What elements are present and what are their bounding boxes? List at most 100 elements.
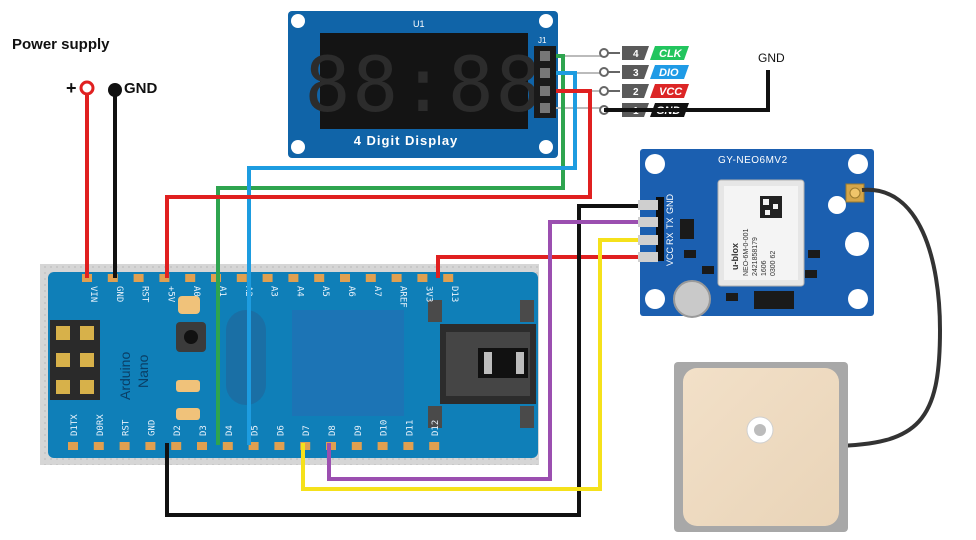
gps-pin-vcc: VCC <box>665 246 675 266</box>
arduino-nano-board: Arduino Nano <box>40 264 539 465</box>
pin-pad-+5v <box>159 274 170 282</box>
arduino-name-line2: Nano <box>135 354 151 388</box>
pin-pad-a4 <box>288 274 299 282</box>
pin-label-d3: D3 <box>199 425 209 436</box>
gps-module: GY-NEO6MV2 GND TX RX VCC u-blox NEO-6M-0… <box>640 149 874 318</box>
pin-pad-d12 <box>429 442 440 450</box>
gps-chip-line-3: 1606 <box>761 260 768 276</box>
pin-pad-d3 <box>197 442 207 450</box>
pin-pad-a7 <box>365 274 376 282</box>
pin-pad-d0rx <box>93 442 104 450</box>
pin-label-a5: A5 <box>320 286 330 297</box>
pin-pad-a2 <box>236 274 247 282</box>
gps-chip-line-1: NEO-6M-0-001 <box>743 228 750 276</box>
pin-label-3v3: 3V3 <box>423 286 433 302</box>
display-pin-clk: CLK <box>659 48 683 60</box>
pin-label-aref: AREF <box>398 286 408 308</box>
pin-pad-a5 <box>314 274 325 282</box>
gps-antenna-patch <box>674 362 848 532</box>
pin-label-a7: A7 <box>372 286 382 297</box>
pin-label-+5v: +5V <box>165 286 175 303</box>
pin-pad-gnd <box>145 442 156 450</box>
pin-label-d13: D13 <box>449 286 459 302</box>
wire-gps-rx <box>301 238 656 491</box>
pin-label-d9: D9 <box>354 425 364 436</box>
pin-label-rst: RST <box>122 419 132 436</box>
pin-label-d0rx: D0RX <box>96 414 106 436</box>
wires <box>85 54 770 517</box>
antenna-cable <box>831 187 943 448</box>
pin-pad-a0 <box>185 274 196 282</box>
pin-pad-d7 <box>300 442 311 450</box>
pin-pad-d6 <box>274 442 285 450</box>
pin-pad-d10 <box>377 442 388 450</box>
pin-pad-rst <box>133 274 144 282</box>
pin-label-d2: D2 <box>173 425 183 436</box>
display-header <box>534 46 556 118</box>
display-module: U1 88:88 4 Digit Display J1 <box>288 11 558 158</box>
pin-pad-aref <box>391 274 402 282</box>
display-pin-dio: DIO <box>659 67 679 79</box>
gps-battery <box>673 280 711 318</box>
pin-label-gnd: GND <box>114 286 124 302</box>
power-plus-label: + <box>66 78 77 98</box>
pin-label-a6: A6 <box>346 286 356 297</box>
pin-label-d7: D7 <box>302 425 312 436</box>
pin-label-d5: D5 <box>251 425 261 436</box>
pin-label-a0: A0 <box>191 286 201 297</box>
pin-pad-d13 <box>443 274 454 282</box>
pin-pad-d1tx <box>68 442 78 450</box>
gps-pin-header <box>638 200 658 262</box>
arduino-name-line1: Arduino <box>117 352 133 400</box>
wire-dio <box>247 71 577 445</box>
display-ref: U1 <box>413 19 425 29</box>
pin-label-d12: D12 <box>431 420 441 436</box>
pin-pad-d4 <box>222 442 233 450</box>
display-digits: 88:88 <box>305 40 544 129</box>
pin-pad-a3 <box>262 274 273 282</box>
wire-gps-tx <box>327 220 656 481</box>
power-plus-terminal <box>79 80 95 96</box>
pin-label-vin: VIN <box>88 286 98 302</box>
gps-pin-rx: RX <box>665 232 675 245</box>
pin-label-a3: A3 <box>269 286 279 297</box>
gps-pin-tx: TX <box>665 217 675 229</box>
pin-pad-rst <box>119 442 130 450</box>
pin-label-rst: RST <box>140 286 150 303</box>
pin-pad-a6 <box>340 274 350 282</box>
pin-label-d10: D10 <box>380 420 390 436</box>
pin-label-gnd: GND <box>147 420 157 436</box>
display-header-label: J1 <box>538 36 547 45</box>
power-gnd-terminal <box>108 83 122 97</box>
pin-label-d6: D6 <box>276 425 286 436</box>
display-pin-num-3: 3 <box>633 68 639 79</box>
display-pin-num-4: 4 <box>633 49 639 60</box>
pin-pad-d11 <box>403 442 414 450</box>
power-gnd-label: GND <box>124 80 158 97</box>
pin-pad-d2 <box>171 442 182 450</box>
display-pin-num-2: 2 <box>633 87 639 98</box>
power-supply-title: Power supply <box>12 36 110 53</box>
pin-label-d1tx: D1TX <box>70 414 80 436</box>
wire-display-vcc <box>165 89 592 278</box>
gps-chip-line-2: 2421858179 <box>752 237 759 276</box>
wire-display-gnd <box>604 70 770 112</box>
wire-gps-gnd <box>165 204 656 517</box>
pin-pad-d9 <box>351 442 362 450</box>
pin-label-a1: A1 <box>217 286 227 297</box>
pin-pad-3v3 <box>417 274 428 282</box>
pin-pad-d5 <box>248 442 259 450</box>
gps-title: GY-NEO6MV2 <box>718 155 788 166</box>
gps-chip-line-4: 0300 62 <box>770 251 777 276</box>
pin-label-d8: D8 <box>328 425 338 436</box>
display-caption: 4 Digit Display <box>354 133 459 148</box>
pin-pad-gnd <box>107 274 118 282</box>
pin-label-a4: A4 <box>294 286 304 297</box>
pin-label-d11: D11 <box>405 420 415 436</box>
wire-gps-vcc <box>436 255 656 278</box>
display-pin-vcc: VCC <box>659 86 683 98</box>
gps-chip-brand: u-blox <box>730 243 740 270</box>
